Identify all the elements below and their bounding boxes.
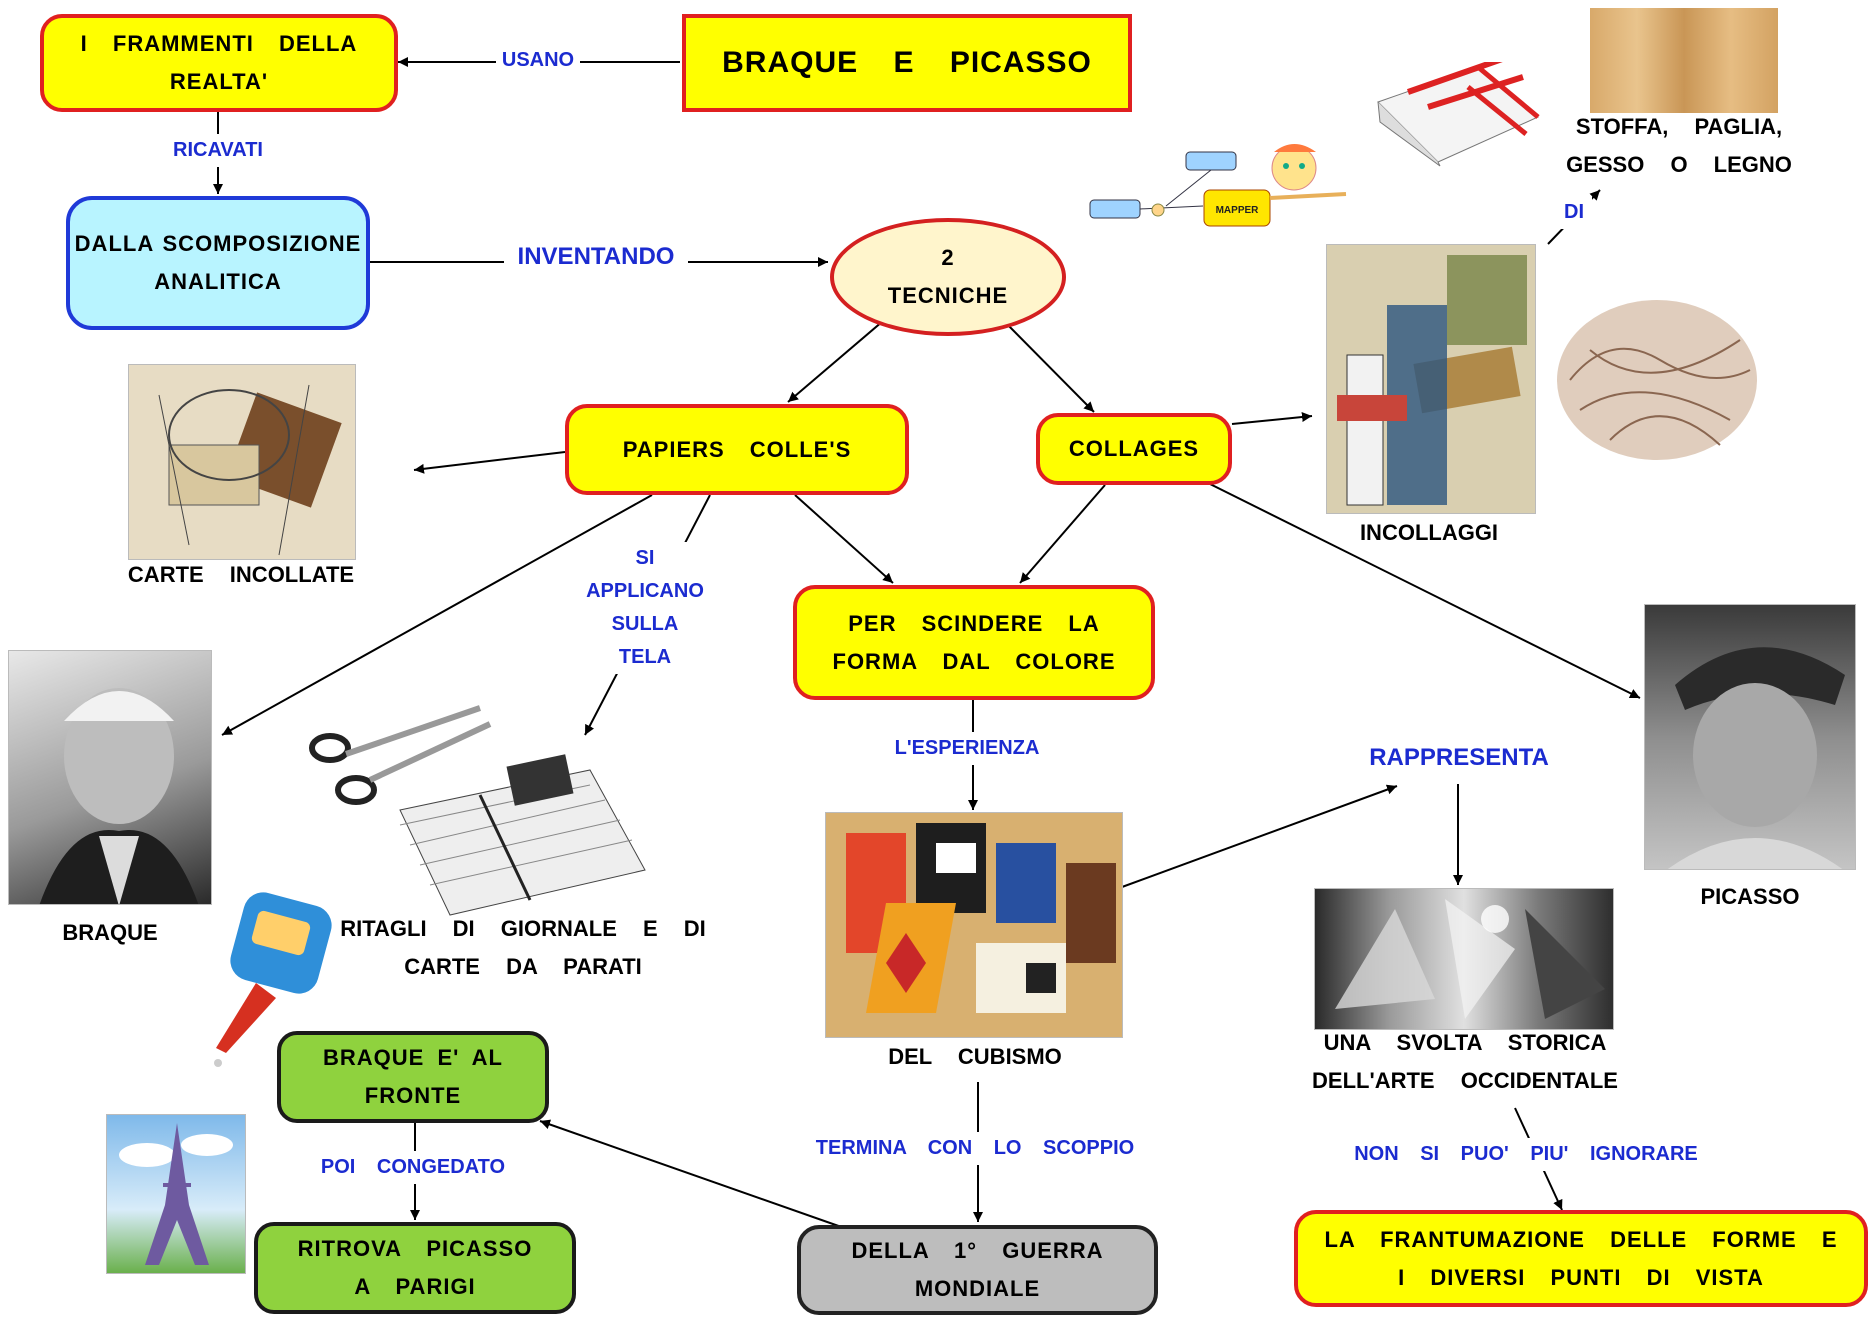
caption-braque: BRAQUE (62, 920, 158, 945)
caption-svolta: UNA SVOLTA STORICA DELL'ARTE OCCIDENTALE (1312, 1030, 1618, 1093)
scissors-newspapers-image (300, 700, 652, 920)
arrow-collages-scindere (1019, 484, 1106, 584)
node-papiers-text: PAPIERS COLLE'S (622, 436, 852, 462)
link-si-applicano: SI APPLICANO SULLA TELA (580, 542, 710, 674)
incollaggi-image (1326, 244, 1536, 514)
eiffel-tower-image (106, 1114, 246, 1274)
node-scomposizione-text: DALLA SCOMPOSIZIONE ANALITICA (74, 231, 362, 294)
link-usano: USANO (496, 44, 580, 77)
arrow-papiers-scindere (794, 494, 894, 584)
arrow-tecniche-papiers (787, 314, 891, 403)
arrow-papiers-carte (413, 451, 566, 474)
caption-carte-incollate: CARTE INCOLLATE (127, 562, 355, 587)
caption-ritagli: RITAGLI DI GIORNALE E DI CARTE DA PARATI (340, 916, 706, 979)
guernica-image (1314, 888, 1614, 1030)
node-frammenti: I FRAMMENTI DELLA REALTA' (40, 14, 398, 112)
link-poi-congedato: POI CONGEDATO (290, 1151, 536, 1184)
node-collages-text: COLLAGES (1068, 436, 1200, 461)
map-title: BRAQUE E PICASSO (682, 14, 1132, 112)
node-tecniche: 2 TECNICHE (830, 218, 1066, 336)
link-ricavati: RICAVATI (156, 134, 280, 167)
node-scindere: PER SCINDERE LA FORMA DAL COLORE (793, 585, 1155, 700)
arrow-papiers-braque (221, 494, 653, 736)
glue-bottle-image (206, 888, 336, 1070)
node-frantumazione-text: LA FRANTUMAZIONE DELLE FORME E I DIVERSI… (1324, 1226, 1838, 1290)
caption-cubismo: DEL CUBISMO (888, 1044, 1062, 1069)
straw-image (1550, 270, 1764, 480)
node-braque-fronte: BRAQUE E' AL FRONTE (277, 1031, 549, 1123)
node-guerra: DELLA 1° GUERRA MONDIALE (797, 1225, 1158, 1315)
arrow-collages-picasso (1207, 482, 1641, 699)
node-frammenti-text: I FRAMMENTI DELLA REALTA' (80, 31, 358, 94)
link-esperienza: L'ESPERIENZA (882, 732, 1052, 765)
node-frantumazione: LA FRANTUMAZIONE DELLE FORME E I DIVERSI… (1294, 1210, 1868, 1307)
cubism-painting-image (825, 812, 1123, 1038)
link-termina: TERMINA CON LO SCOPPIO (790, 1132, 1160, 1165)
node-ritrova-text: RITROVA PICASSO A PARIGI (297, 1236, 533, 1299)
link-rappresenta: RAPPRESENTA (1354, 741, 1564, 774)
braque-portrait-image (8, 650, 212, 905)
node-guerra-text: DELLA 1° GUERRA MONDIALE (851, 1238, 1104, 1301)
wood-texture-image (1590, 8, 1778, 113)
link-inventando: INVENTANDO (504, 240, 688, 273)
link-non-si-puo: NON SI PUO' PIU' IGNORARE (1336, 1138, 1716, 1171)
caption-picasso: PICASSO (1700, 884, 1800, 909)
link-di: DI (1556, 196, 1592, 229)
mapper-logo-text: MAPPER (1216, 205, 1260, 216)
node-scindere-text: PER SCINDERE LA FORMA DAL COLORE (832, 610, 1116, 674)
node-collages: COLLAGES (1036, 413, 1232, 485)
node-braque-fronte-text: BRAQUE E' AL FRONTE (323, 1045, 503, 1108)
arrow-collages-incollaggi (1231, 412, 1313, 425)
caption-stoffa: STOFFA, PAGLIA, GESSO O LEGNO (1566, 114, 1792, 177)
node-tecniche-text: 2 TECNICHE (887, 245, 1009, 308)
tablecloth-image (1368, 62, 1542, 170)
arrow-rappresenta (1121, 784, 1398, 888)
node-ritrova: RITROVA PICASSO A PARIGI (254, 1222, 576, 1314)
arrow-guerra-fronte (539, 1119, 851, 1231)
node-scomposizione: DALLA SCOMPOSIZIONE ANALITICA (66, 196, 370, 330)
arrow-tecniche-collages (997, 314, 1095, 413)
node-papiers: PAPIERS COLLE'S (565, 404, 909, 495)
mapper-logo: MAPPER (1088, 140, 1348, 236)
caption-incollaggi: INCOLLAGGI (1359, 520, 1499, 545)
map-title-text: BRAQUE E PICASSO (722, 46, 1092, 79)
carte-incollate-image (128, 364, 356, 560)
picasso-portrait-image (1644, 604, 1856, 870)
